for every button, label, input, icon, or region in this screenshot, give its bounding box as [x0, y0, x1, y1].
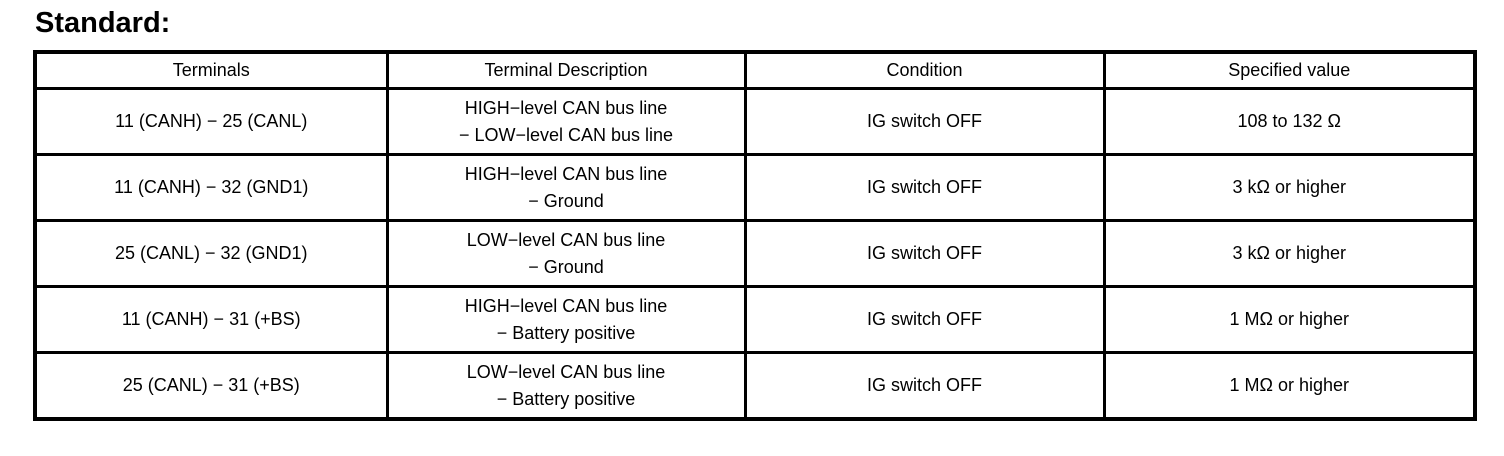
description-line-1: LOW−level CAN bus line [466, 229, 666, 250]
table-row: 25 (CANL) − 31 (+BS) LOW−level CAN bus l… [33, 351, 1477, 421]
cell-specified-value: 3 kΩ or higher [1102, 153, 1477, 222]
cell-specified-value: 3 kΩ or higher [1102, 219, 1477, 288]
cell-condition: IG switch OFF [743, 219, 1106, 288]
column-header-specified-value: Specified value [1102, 50, 1477, 90]
cell-terminal-description: HIGH−level CAN bus line − Ground [385, 153, 747, 222]
cell-terminal-description: LOW−level CAN bus line − Ground [385, 219, 747, 288]
description-line-1: LOW−level CAN bus line [466, 361, 666, 382]
specification-table: Terminals Terminal Description Condition… [33, 50, 1477, 421]
description-line-1: HIGH−level CAN bus line [464, 163, 668, 184]
description-line-2: − Ground [528, 256, 604, 277]
cell-specified-value: 108 to 132 Ω [1102, 87, 1477, 156]
description-line-1: HIGH−level CAN bus line [464, 295, 668, 316]
table-row: 25 (CANL) − 32 (GND1) LOW−level CAN bus … [33, 219, 1477, 288]
cell-specified-value: 1 MΩ or higher [1102, 351, 1477, 421]
cell-condition: IG switch OFF [743, 87, 1106, 156]
table-row: 11 (CANH) − 31 (+BS) HIGH−level CAN bus … [33, 285, 1477, 354]
table-body: 11 (CANH) − 25 (CANL) HIGH−level CAN bus… [33, 87, 1477, 421]
description-line-2: − Battery positive [496, 388, 636, 409]
cell-condition: IG switch OFF [743, 351, 1106, 421]
cell-terminals: 25 (CANL) − 32 (GND1) [33, 219, 389, 288]
column-header-condition: Condition [743, 50, 1106, 90]
description-line-2: − Battery positive [496, 322, 636, 343]
table-row: 11 (CANH) − 32 (GND1) HIGH−level CAN bus… [33, 153, 1477, 222]
cell-terminals: 25 (CANL) − 31 (+BS) [33, 351, 389, 421]
cell-terminals: 11 (CANH) − 32 (GND1) [33, 153, 389, 222]
description-line-2: − LOW−level CAN bus line [458, 124, 674, 145]
cell-terminals: 11 (CANH) − 31 (+BS) [33, 285, 389, 354]
cell-specified-value: 1 MΩ or higher [1102, 285, 1477, 354]
cell-condition: IG switch OFF [743, 285, 1106, 354]
cell-condition: IG switch OFF [743, 153, 1106, 222]
table-row: 11 (CANH) − 25 (CANL) HIGH−level CAN bus… [33, 87, 1477, 156]
cell-terminal-description: LOW−level CAN bus line − Battery positiv… [385, 351, 747, 421]
cell-terminals: 11 (CANH) − 25 (CANL) [33, 87, 389, 156]
cell-terminal-description: HIGH−level CAN bus line − LOW−level CAN … [385, 87, 747, 156]
description-line-1: HIGH−level CAN bus line [464, 97, 668, 118]
column-header-terminals: Terminals [33, 50, 389, 90]
description-line-2: − Ground [528, 190, 604, 211]
header-row: Terminals Terminal Description Condition… [33, 50, 1477, 90]
page-title: Standard: [35, 7, 171, 39]
column-header-terminal-description: Terminal Description [385, 50, 747, 90]
cell-terminal-description: HIGH−level CAN bus line − Battery positi… [385, 285, 747, 354]
